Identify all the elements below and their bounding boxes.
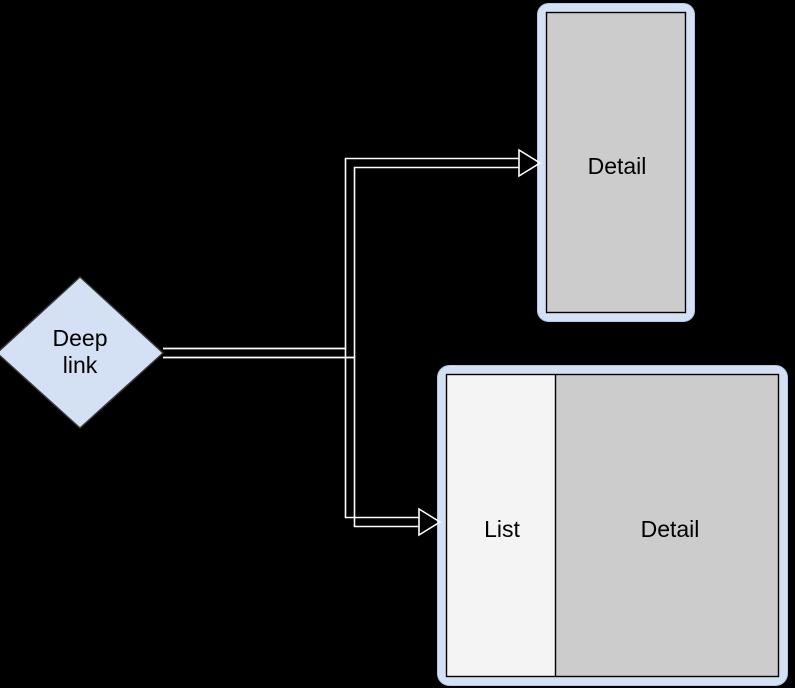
edge-deep-link-to-bottom-split[interactable] [163, 347, 442, 537]
edge-deep-link-to-top-detail[interactable] [163, 148, 542, 359]
top-detail-screen [545, 11, 687, 314]
edge-bottom-shaft-lower [163, 356, 419, 528]
edge-top-shaft-upper [163, 157, 519, 350]
node-deep-link[interactable] [0, 276, 165, 429]
edge-top-shaft-lower [163, 166, 519, 359]
bottom-split-list-pane [446, 374, 556, 677]
bottom-split-screen-border [445, 373, 780, 678]
edge-top-arrowhead [518, 148, 542, 178]
deep-link-diamond [0, 276, 165, 429]
node-top-detail[interactable] [537, 3, 695, 322]
edge-bottom-arrowhead [418, 507, 442, 537]
bottom-split-detail-pane [555, 374, 779, 677]
node-bottom-split[interactable] [437, 365, 788, 686]
edge-bottom-shaft-upper [163, 347, 419, 519]
